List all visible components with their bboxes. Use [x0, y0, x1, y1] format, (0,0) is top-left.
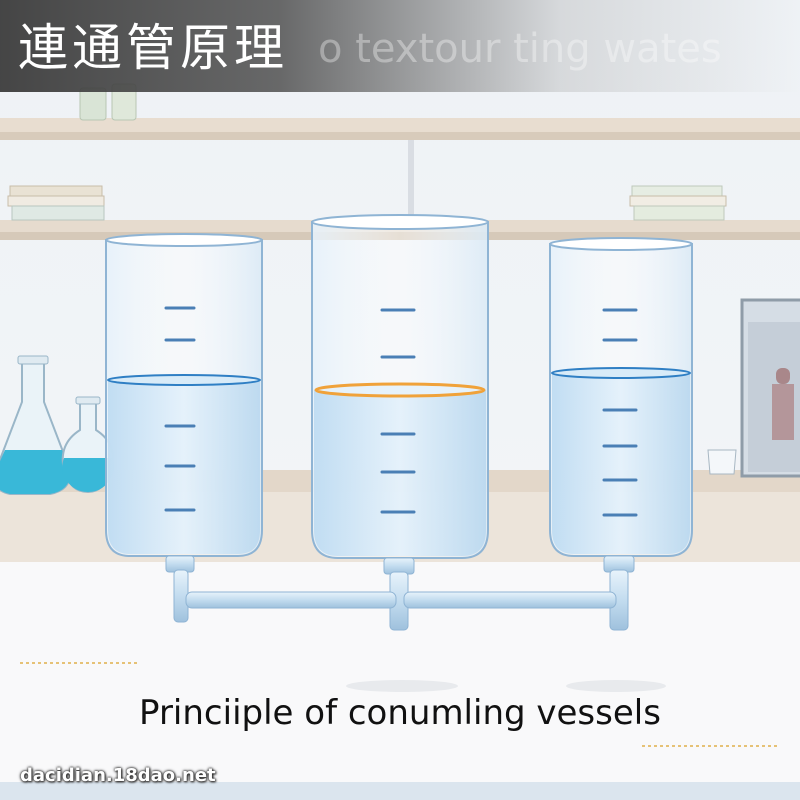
center-scale-ticks [380, 308, 416, 514]
book-stack-right [629, 185, 727, 221]
title-ghost-text: o textour ting wates [318, 26, 722, 72]
page-title: 連通管原理 [18, 19, 288, 77]
display-cabinet [740, 298, 800, 478]
right-water-surface [551, 367, 691, 379]
caption-text: Princiiple of conumling vessels [139, 693, 661, 733]
center-vessel [311, 214, 489, 559]
site-watermark: dacidian.18dao.net [20, 765, 216, 786]
connecting-pipe [165, 555, 635, 631]
bottle-icon [79, 87, 107, 121]
beaker-small-icon [707, 449, 737, 475]
left-water-surface [107, 374, 261, 386]
round-flask-icon [61, 396, 115, 494]
left-scale-ticks [164, 306, 196, 512]
left-vessel [105, 233, 263, 557]
title-banner [0, 0, 800, 92]
upper-shelf [0, 118, 800, 132]
erlenmeyer-flask-icon [0, 355, 72, 495]
book-stack-left [7, 185, 105, 221]
right-vessel [549, 237, 693, 557]
center-water-surface [314, 382, 486, 398]
right-scale-ticks [602, 308, 638, 517]
right-water [552, 373, 690, 554]
